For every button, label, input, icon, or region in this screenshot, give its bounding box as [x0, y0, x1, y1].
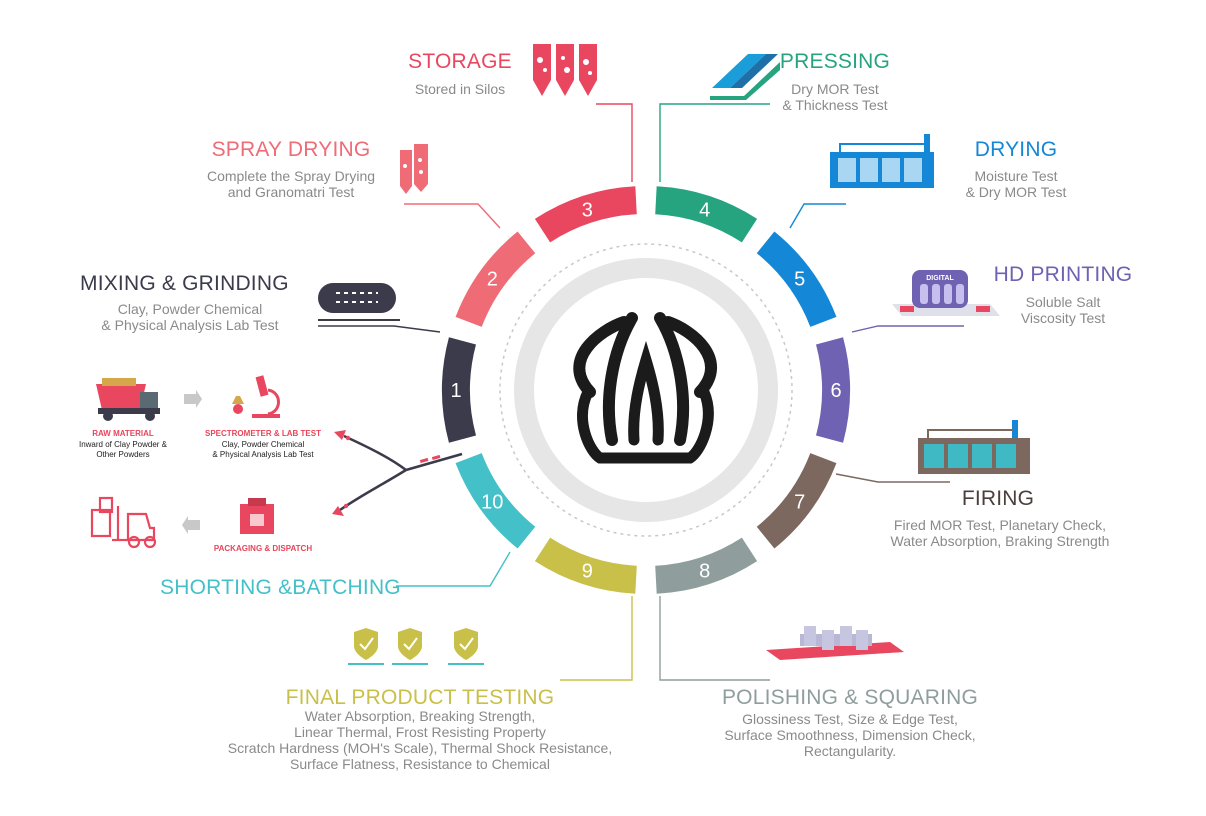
- stage-title-printing: HD PRINTING: [993, 263, 1133, 286]
- ring-number-6: 6: [830, 380, 841, 402]
- ring-segment-8: [655, 537, 758, 594]
- connector-2: [404, 203, 501, 229]
- outer-dotted-circle: [499, 243, 793, 537]
- stage-subtitle-firing: Fired MOR Test, Planetary Check, Water A…: [890, 517, 1110, 549]
- ring-number-10: 10: [481, 492, 503, 514]
- stage-title-polishing: POLISHING & SQUARING: [721, 686, 979, 709]
- polishing-machine-icon: [766, 626, 904, 660]
- lab-test-title: SPECTROMETER & LAB TEST: [204, 429, 321, 438]
- side-flow-arrows: [339, 434, 463, 512]
- ring-number-9: 9: [582, 561, 593, 583]
- stage-subtitle-drying: Moisture Test & Dry MOR Test: [965, 168, 1067, 200]
- stage-title-pressing: PRESSING: [779, 50, 891, 73]
- ring-number-2: 2: [487, 268, 498, 290]
- stage-title-spray: SPRAY DRYING: [211, 138, 371, 161]
- ring-segment-3: [534, 186, 637, 243]
- ring-segment-1: [442, 337, 476, 443]
- connector-3: [596, 103, 633, 182]
- lab-test-desc: Clay, Powder Chemical & Physical Analysi…: [212, 440, 314, 459]
- ring-segment-2: [455, 231, 536, 327]
- raw-material-title: RAW MATERIAL: [92, 429, 154, 438]
- connector-8: [659, 596, 770, 681]
- packaging-title: PACKAGING & DISPATCH: [213, 544, 313, 553]
- dryer-icon: [830, 134, 934, 188]
- ring-segment-10: [455, 453, 536, 549]
- silo-icon: [533, 44, 597, 96]
- connector-4: [659, 103, 770, 182]
- raw-material-desc: Inward of Clay Powder & Other Powders: [78, 440, 168, 459]
- stage-subtitle-pressing: Dry MOR Test & Thickness Test: [782, 81, 888, 113]
- ring-number-1: 1: [450, 380, 461, 402]
- stage-title-storage: STORAGE: [408, 50, 512, 73]
- connector-5: [789, 203, 846, 229]
- stage-subtitle-final: Water Absorption, Breaking Strength, Lin…: [227, 708, 613, 772]
- ring-segment-4: [655, 186, 758, 243]
- check-shield-icon: [348, 628, 484, 665]
- ring-number-5: 5: [794, 268, 805, 290]
- arrow-right-icon: [184, 390, 202, 408]
- connector-9: [560, 596, 633, 681]
- ring-segment-7: [756, 453, 837, 549]
- microscope-icon: [232, 375, 280, 418]
- ring-number-8: 8: [699, 561, 710, 583]
- company-logo: [573, 312, 717, 464]
- stage-title-final: FINAL PRODUCT TESTING: [285, 686, 555, 709]
- ring-number-7: 7: [794, 492, 805, 514]
- ring-segment-9: [534, 537, 637, 594]
- ring-number-4: 4: [699, 199, 710, 221]
- stage-subtitle-storage: Stored in Silos: [414, 81, 506, 97]
- connector-6: [851, 325, 964, 333]
- stage-title-mixing: MIXING & GRINDING: [80, 272, 289, 295]
- inner-ring: [514, 258, 778, 522]
- forklift-icon: [90, 496, 157, 549]
- digital-printer-icon: DIGITAL: [892, 270, 1000, 316]
- svg-text:DIGITAL: DIGITAL: [926, 275, 954, 282]
- ball-mill-icon: [318, 283, 400, 321]
- stage-title-drying: DRYING: [974, 138, 1058, 161]
- arrow-left-icon: [182, 516, 200, 534]
- dump-truck-icon: [96, 378, 160, 421]
- stage-subtitle-printing: Soluble Salt Viscosity Test: [1020, 294, 1106, 326]
- stage-title-batching: SHORTING &BATCHING: [160, 576, 401, 599]
- stage-subtitle-spray: Complete the Spray Drying and Granomatri…: [206, 168, 376, 200]
- ring-segment-6: [816, 337, 850, 443]
- ring-number-3: 3: [582, 199, 593, 221]
- press-icon: [710, 54, 780, 100]
- stage-title-firing: FIRING: [961, 487, 1035, 510]
- connector-7: [835, 473, 950, 483]
- stage-subtitle-mixing: Clay, Powder Chemical & Physical Analysi…: [101, 301, 279, 333]
- spray-dryer-icon: [400, 144, 428, 194]
- kiln-icon: [918, 420, 1030, 474]
- stage-subtitle-polishing: Glossiness Test, Size & Edge Test, Surfa…: [724, 711, 976, 759]
- package-icon: [240, 498, 274, 534]
- side-flow-arrowheads: [332, 430, 441, 516]
- connector-10: [396, 551, 511, 587]
- connector-1: [318, 325, 441, 333]
- ring-segment-5: [756, 231, 837, 327]
